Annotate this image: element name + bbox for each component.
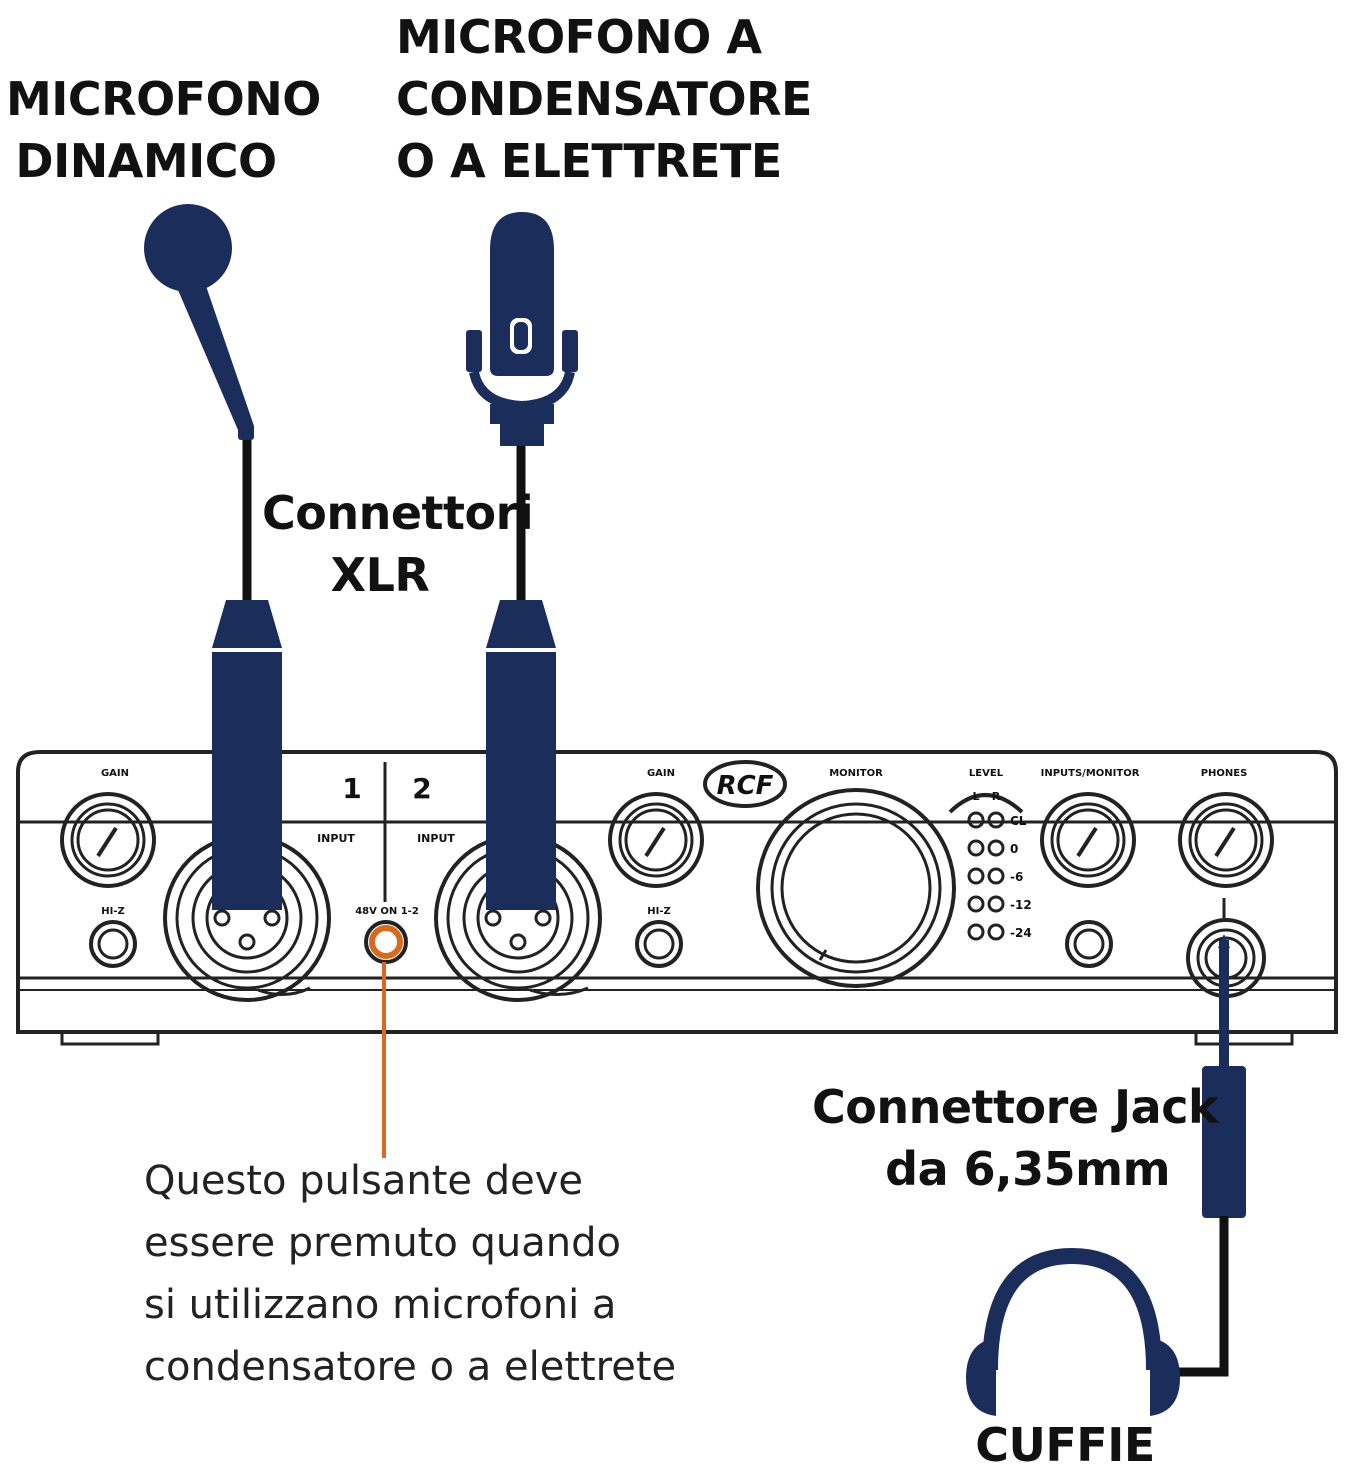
note-line-1: Questo pulsante deve (144, 1158, 584, 1204)
headphones-icon (966, 1247, 1180, 1416)
level-label: LEVEL (969, 768, 1004, 779)
level-scale-label: CL (1010, 814, 1027, 828)
monitor-label: MONITOR (829, 768, 883, 779)
xlr-pins (213, 909, 552, 951)
gain-knob-1[interactable] (60, 792, 156, 888)
jack-connector-label: Connettore Jack da 6,35mm (812, 1076, 1219, 1200)
rcf-logo-text: RCF (717, 771, 774, 801)
dynamic-mic-label-line-1: MICROFONO (6, 72, 321, 126)
channel-1-number: 1 (342, 772, 361, 805)
condenser-mic-label: MICROFONO A CONDENSATORE O A ELETTRETE (396, 6, 812, 192)
level-scale-label: -24 (1010, 926, 1032, 940)
xlr-label-line-2: XLR (330, 548, 430, 602)
phones-knob[interactable] (1178, 792, 1274, 918)
condenser-mic-label-line-3: O A ELETTRETE (396, 134, 782, 188)
level-scale-label: -12 (1010, 898, 1032, 912)
jack-label-line-2: da 6,35mm (885, 1142, 1170, 1196)
headphones-label: CUFFIE (975, 1418, 1155, 1472)
condenser-mic-label-line-2: CONDENSATORE (396, 72, 812, 126)
level-scale-label: -6 (1010, 870, 1023, 884)
jack-cable (1178, 934, 1246, 1377)
inputs-monitor-knob[interactable] (1040, 792, 1136, 888)
level-led-l (967, 895, 985, 913)
rcf-logo (703, 760, 787, 808)
xlr-cable-1 (212, 440, 282, 910)
phantom-label: 48V ON 1-2 (355, 906, 419, 917)
phones-label: PHONES (1201, 768, 1248, 779)
input-label-2: INPUT (417, 832, 455, 845)
condenser-microphone (466, 212, 578, 446)
monitor-knob[interactable] (756, 788, 956, 988)
note-line-4: condensatore o a elettrete (144, 1344, 677, 1390)
inputs-monitor-label: INPUTS/MONITOR (1041, 768, 1140, 779)
note-line-2: essere premuto quando (144, 1220, 622, 1266)
level-meter: CL 0 -6 -12 -24 (948, 793, 1032, 941)
gain-label-1: GAIN (101, 768, 129, 779)
level-scale-label: 0 (1010, 842, 1018, 856)
condenser-mic-label-line-1: MICROFONO A (396, 10, 762, 64)
hiz-button-2[interactable] (635, 920, 683, 968)
gain-knob-2[interactable] (608, 792, 704, 888)
level-led-r (987, 923, 1005, 941)
level-led-r (987, 811, 1005, 829)
hiz-label-2: HI-Z (647, 906, 671, 917)
xlr-cable-2 (486, 446, 556, 910)
level-l-label: L (972, 790, 979, 803)
xlr-label-line-1: Connettori (262, 486, 534, 540)
audio-interface (16, 750, 1338, 1046)
dynamic-microphone (144, 204, 254, 440)
xlr-connectors-label: Connettori XLR (262, 482, 534, 606)
hiz-label-1: HI-Z (101, 906, 125, 917)
device-labels: GAIN GAIN 1 2 INPUT INPUT 48V ON 1-2 HI-… (101, 768, 1247, 917)
level-led-l (967, 811, 985, 829)
dynamic-mic-label-line-2: DINAMICO (15, 134, 277, 188)
level-led-l (967, 867, 985, 885)
jack-label-line-1: Connettore Jack (812, 1080, 1219, 1134)
level-led-l (967, 839, 985, 857)
level-led-r (987, 867, 1005, 885)
phantom-power-note: Questo pulsante deve essere premuto quan… (144, 1150, 677, 1398)
mono-button[interactable] (1065, 920, 1113, 968)
level-led-r (987, 839, 1005, 857)
dynamic-mic-label: MICROFONO DINAMICO (6, 68, 321, 192)
input-label-1: INPUT (317, 832, 355, 845)
gain-label-2: GAIN (647, 768, 675, 779)
channel-2-number: 2 (412, 772, 431, 805)
note-line-3: si utilizzano microfoni a (144, 1282, 617, 1328)
hiz-button-1[interactable] (89, 920, 137, 968)
level-led-l (967, 923, 985, 941)
level-r-label: R (992, 790, 1001, 803)
level-led-r (987, 895, 1005, 913)
